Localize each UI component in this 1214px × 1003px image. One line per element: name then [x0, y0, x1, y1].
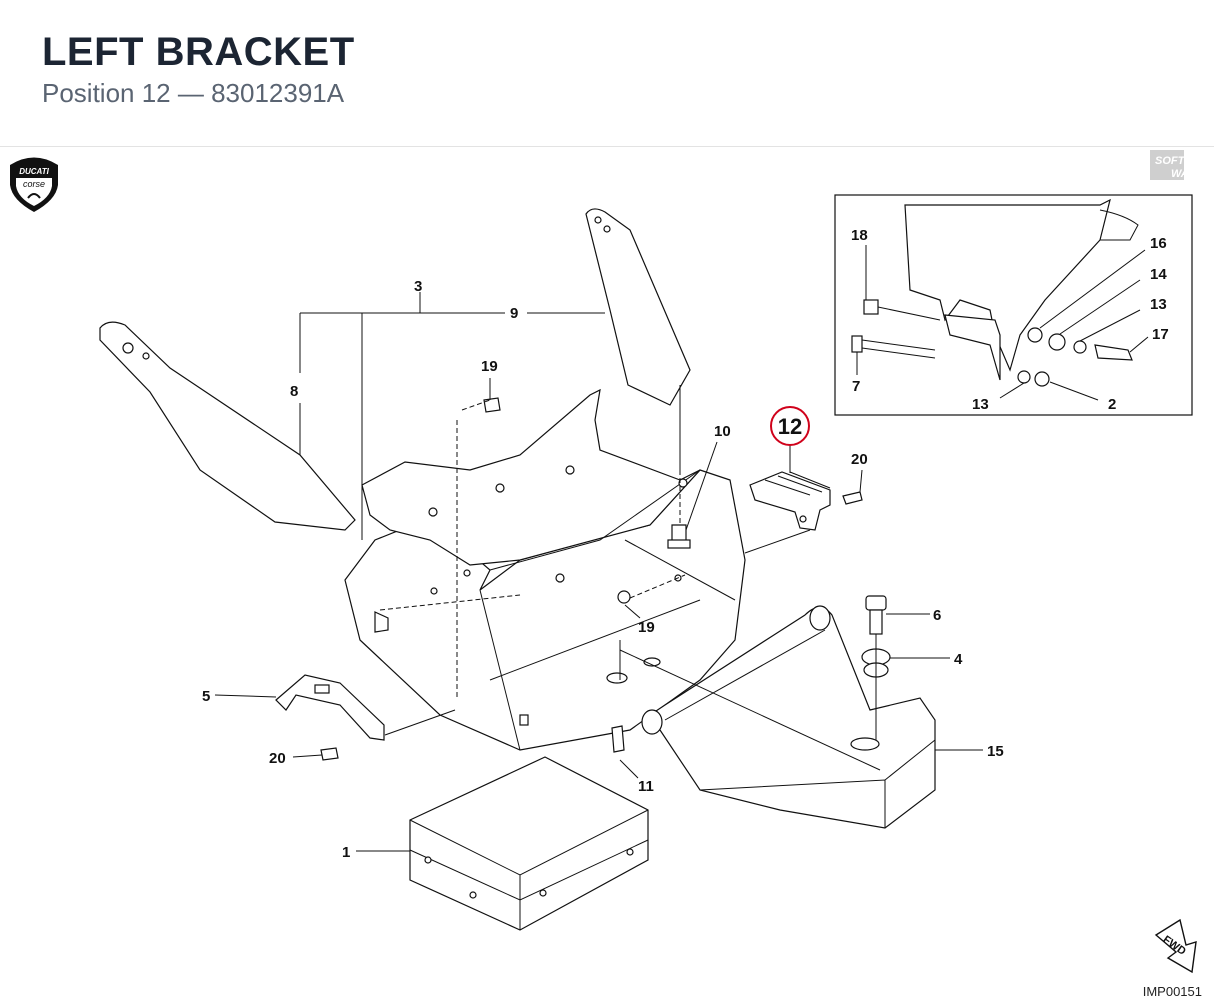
callout-8: 8 [290, 383, 298, 400]
part-5-bracket [275, 674, 385, 741]
inset-detail-box: 18 16 14 13 17 7 13 2 [834, 194, 1193, 416]
inset-washer-icon [1027, 327, 1043, 343]
callout-7: 7 [852, 378, 860, 395]
callout-17: 17 [1152, 326, 1169, 343]
softway-bottom-text: WAY [1171, 168, 1197, 180]
part-11-screw [611, 725, 625, 753]
callout-19-top: 19 [481, 358, 498, 375]
callout-10: 10 [714, 423, 731, 440]
reference-code: IMP00151 [1142, 984, 1202, 999]
callout-16: 16 [1150, 235, 1167, 252]
callout-1: 1 [342, 844, 350, 861]
softway-top-text: SOFT [1155, 155, 1186, 167]
callout-11: 11 [638, 778, 654, 795]
callout-18: 18 [851, 227, 868, 244]
part-20-screw-left [320, 747, 339, 761]
callout-3: 3 [414, 278, 422, 295]
callout-6: 6 [933, 607, 941, 624]
part-9-upper-arm [585, 208, 691, 406]
part-8-strap [99, 321, 356, 531]
callout-15: 15 [987, 743, 1004, 760]
callout-20-left: 20 [269, 750, 286, 767]
inset-bolt-head-icon [863, 299, 879, 315]
logo-corse-text: corse [23, 179, 45, 189]
part-19-nut-top [483, 397, 501, 413]
part-1-box [409, 756, 649, 931]
highlight-ring-12 [770, 406, 810, 446]
logo-brand-text: DUCATI [19, 167, 49, 176]
part-6-bolt [865, 595, 887, 611]
header-divider [0, 146, 1214, 147]
fwd-arrow-icon: FWD [1154, 918, 1197, 974]
callout-5: 5 [202, 688, 210, 705]
ducati-corse-logo: DUCATI corse [10, 157, 58, 212]
callout-9: 9 [510, 305, 518, 322]
soft-way-logo: SOFT WAY [1150, 150, 1197, 180]
part-19-nut-mid [617, 590, 631, 604]
callout-2: 2 [1108, 396, 1116, 413]
callout-14: 14 [1150, 266, 1167, 283]
part-20-screw-right [842, 491, 863, 505]
callout-19-mid: 19 [638, 619, 655, 636]
page-title: LEFT BRACKET [42, 30, 355, 74]
part-12-left-bracket [749, 471, 831, 531]
callout-13-inset-bottom: 13 [972, 396, 989, 413]
callout-4: 4 [954, 651, 963, 668]
page-header: LEFT BRACKET Position 12 — 83012391A [42, 30, 355, 108]
page-subtitle: Position 12 — 83012391A [42, 78, 345, 108]
callout-20-right: 20 [851, 451, 868, 468]
main-bracket-body [344, 388, 746, 751]
callout-13-inset-right: 13 [1150, 296, 1167, 313]
callout-12: 12 [778, 414, 802, 439]
